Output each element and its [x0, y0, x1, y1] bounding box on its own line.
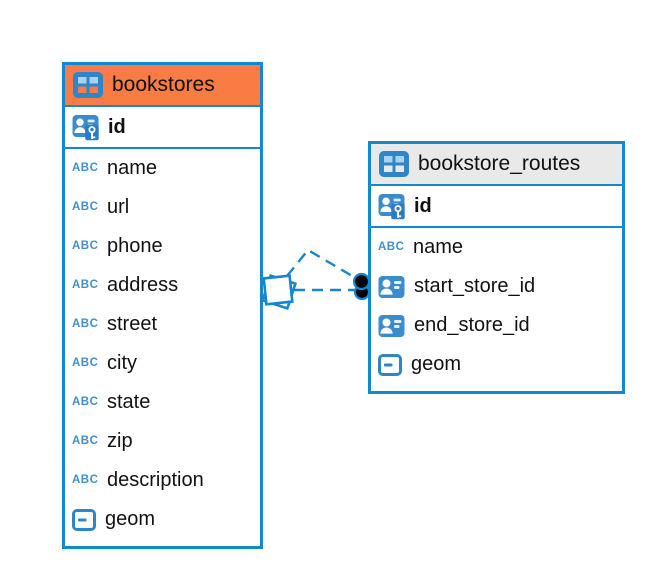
entity-title: bookstores: [112, 73, 215, 96]
table-icon: [379, 151, 409, 177]
relationship-line-1[interactable]: [286, 248, 360, 282]
column-name: name: [413, 236, 464, 258]
relationship-target-marker[interactable]: [352, 272, 371, 301]
person-ref-icon: [378, 275, 405, 299]
entity-bookstore-routes-header[interactable]: bookstore_routes: [371, 144, 622, 186]
column-row[interactable]: ABC address: [65, 266, 260, 305]
column-name: description: [107, 469, 204, 491]
geometry-icon: [72, 509, 96, 531]
column-row[interactable]: ABC name: [65, 149, 260, 188]
geometry-icon: [378, 354, 402, 376]
column-row[interactable]: ABC street: [65, 305, 260, 344]
column-name: id: [108, 115, 126, 138]
person-ref-icon: [378, 314, 405, 338]
relationship-source-marker[interactable]: [260, 273, 298, 311]
column-row[interactable]: ABC name: [371, 228, 622, 267]
column-row[interactable]: ABC city: [65, 344, 260, 383]
column-name: street: [107, 313, 158, 335]
column-name: name: [107, 157, 158, 179]
column-name: id: [414, 194, 432, 217]
column-row-pk[interactable]: id: [371, 186, 622, 228]
text-abc-icon: ABC: [72, 356, 99, 369]
column-name: geom: [411, 353, 462, 375]
column-row[interactable]: ABC phone: [65, 227, 260, 266]
column-row-pk[interactable]: id: [65, 107, 260, 149]
entity-bookstores-header[interactable]: bookstores: [65, 65, 260, 107]
entity-bookstores[interactable]: bookstores id ABC name ABC url ABC phone…: [62, 62, 263, 549]
text-abc-icon: ABC: [72, 200, 99, 213]
text-abc-icon: ABC: [72, 278, 99, 291]
column-name: phone: [107, 235, 163, 257]
entity-bookstore-routes[interactable]: bookstore_routes id ABC name start_store…: [368, 141, 625, 394]
entity-title: bookstore_routes: [418, 152, 581, 175]
column-row[interactable]: geom: [65, 500, 260, 539]
text-abc-icon: ABC: [72, 395, 99, 408]
column-name: url: [107, 196, 130, 218]
column-name: address: [107, 274, 179, 296]
column-row[interactable]: ABC zip: [65, 422, 260, 461]
person-key-icon: [72, 114, 99, 141]
column-row[interactable]: start_store_id: [371, 267, 622, 306]
column-row[interactable]: end_store_id: [371, 306, 622, 345]
column-name: state: [107, 391, 151, 413]
column-name: end_store_id: [414, 314, 530, 336]
text-abc-icon: ABC: [378, 240, 405, 253]
column-name: start_store_id: [414, 275, 536, 297]
text-abc-icon: ABC: [72, 161, 99, 174]
text-abc-icon: ABC: [72, 434, 99, 447]
column-name: city: [107, 352, 137, 374]
text-abc-icon: ABC: [72, 239, 99, 252]
column-row[interactable]: ABC url: [65, 188, 260, 227]
person-key-icon: [378, 193, 405, 220]
table-icon: [73, 72, 103, 98]
column-row[interactable]: geom: [371, 345, 622, 384]
text-abc-icon: ABC: [72, 473, 99, 486]
text-abc-icon: ABC: [72, 317, 99, 330]
column-row[interactable]: ABC state: [65, 383, 260, 422]
column-name: zip: [107, 430, 133, 452]
column-row[interactable]: ABC description: [65, 461, 260, 500]
column-name: geom: [105, 508, 156, 530]
